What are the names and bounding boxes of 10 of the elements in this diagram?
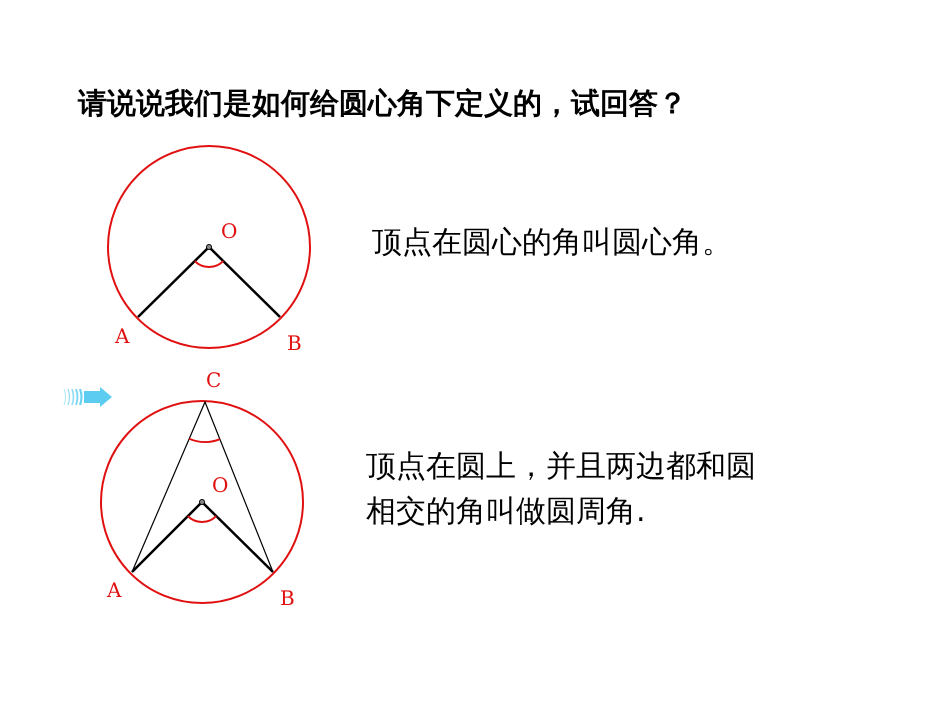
point-label: O <box>221 220 238 242</box>
point-label: C <box>206 369 222 391</box>
definition-text: 顶点在圆上，并且两边都和圆相交的角叫做圆周角. <box>366 448 757 531</box>
point-label: A <box>115 325 130 347</box>
point-label: B <box>280 587 295 609</box>
point-label: A <box>107 579 122 601</box>
title: 请说说我们是如何给圆心角下定义的，试回答？ <box>78 85 687 122</box>
point-label: B <box>287 332 302 354</box>
point-label: O <box>212 474 228 496</box>
definition-text: 顶点在圆心的角叫圆心角。 <box>372 224 732 262</box>
